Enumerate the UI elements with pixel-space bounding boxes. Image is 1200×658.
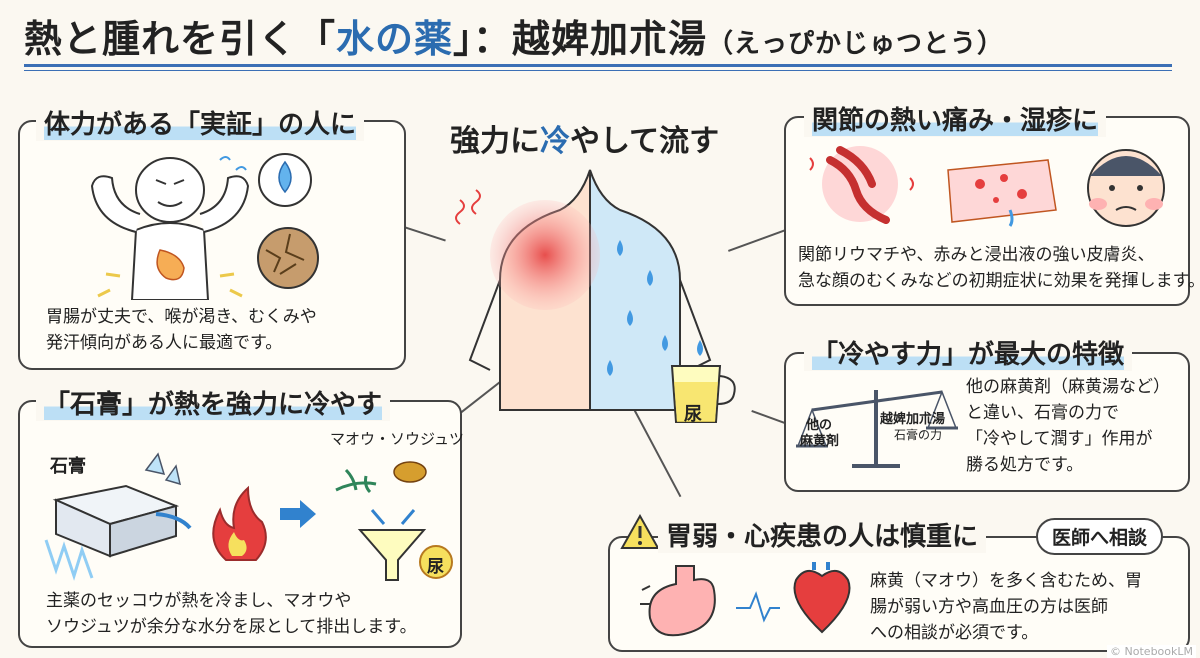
cup-label: 尿 — [684, 404, 702, 425]
panel-cooling — [784, 352, 1190, 492]
title-accent: 水の薬 — [336, 17, 454, 61]
gypsum-stone-icon — [44, 452, 192, 581]
scale-left-1: 他の — [806, 418, 833, 433]
muscle-person-icon — [90, 157, 250, 300]
panel-constitution-line-1: 胃腸が丈夫で、喉が渇き、むくみや — [46, 307, 317, 327]
center-heading: 強力に冷やして流す — [450, 124, 720, 159]
panel-gypsum-line-1: 主薬のセッコウが熱を冷まし、マオウや — [46, 591, 352, 611]
panel-cooling-line-4: 勝る処方です。 — [966, 455, 1084, 475]
panel-caution-line-3: への相談が必須です。 — [870, 623, 1039, 643]
title-rule-thin — [24, 70, 1172, 71]
arrow-right-icon — [280, 500, 316, 528]
panel-constitution — [18, 120, 406, 370]
heart-icon — [793, 562, 851, 634]
stomach-icon — [640, 565, 716, 637]
panel-cooling-line-3: 「冷やして潤す」作用が — [966, 429, 1153, 449]
panel-cooling-line-1: 他の麻黄剤（麻黄湯など） — [966, 377, 1170, 397]
title-reading: （えっぴかじゅつとう） — [707, 29, 1005, 59]
consult-doctor-badge: 医師へ相談 — [1036, 518, 1164, 555]
rash-skin-icon — [947, 159, 1057, 227]
gypsum-process-illustration — [44, 452, 453, 581]
panel-caution-line-1: 麻黄（マオウ）を多く含むため、胃 — [870, 571, 1142, 591]
panel-cooling-line-2: と違い、石膏の力で — [966, 403, 1119, 423]
panel-cooling-heading: 「冷やす力」が最大の特徴 — [804, 334, 1133, 371]
panel-symptoms-line-2: 急な顔のむくみなどの初期症状に効果を発揮します。 — [798, 271, 1200, 291]
panel-caution-line-2: 腸が弱い方や高血圧の方は医師 — [870, 597, 1108, 617]
watermark: © NotebookLM — [1107, 645, 1196, 658]
panel-symptoms-line-1: 関節リウマチや、赤みと浸出液の強い皮膚炎、 — [798, 245, 1155, 265]
panel-gypsum-line-2: ソウジュツが余分な水分を尿として排出します。 — [46, 617, 417, 637]
panel-gypsum-heading: 「石膏」が熱を強力に冷やす — [36, 384, 391, 421]
thought-drop-icon — [219, 153, 312, 207]
inflamed-joint-icon — [809, 146, 914, 224]
stone-label: 石膏 — [50, 456, 86, 477]
page-title: 熱と腫れを引く「水の薬」：越婢加朮湯（えっぴかじゅつとう） — [24, 17, 1005, 61]
title-rule — [24, 64, 1172, 67]
heat-glow-icon — [490, 200, 600, 310]
fire-icon — [212, 485, 267, 561]
urine-cup-icon — [670, 365, 736, 423]
scale-left-2: 麻黄剤 — [800, 434, 840, 449]
water-drops-icon — [607, 240, 703, 376]
pulse-line-icon — [736, 591, 780, 623]
panel-constitution-line-2: 発汗傾向がある人に最適です。 — [46, 333, 283, 353]
torso-right-half — [589, 169, 681, 411]
warning-icon — [620, 514, 660, 549]
panel-symptoms-heading: 関節の熱い痛み・湿疹に — [804, 100, 1107, 137]
urine-badge-icon — [419, 545, 453, 579]
urine-label: 尿 — [427, 557, 444, 577]
scale-right-1: 越婢加朮湯 — [880, 412, 946, 427]
panel-caution-heading: 胃弱・心疾患の人は慎重に — [658, 516, 987, 553]
herb-label: マオウ・ソウジュツ — [330, 430, 464, 448]
swollen-face-icon — [1087, 149, 1165, 227]
strong-person-illustration — [90, 153, 319, 300]
symptoms-illustration — [809, 146, 1165, 227]
balance-scale-icon — [796, 389, 958, 468]
torso-illustration — [455, 169, 712, 411]
funnel-icon — [357, 509, 427, 581]
scale-right-2: 石膏の力 — [894, 428, 943, 442]
dry-earth-icon — [257, 227, 319, 289]
caution-illustration — [640, 562, 851, 637]
herb-icon — [335, 461, 427, 494]
panel-constitution-heading: 体力がある「実証」の人に — [36, 104, 365, 141]
